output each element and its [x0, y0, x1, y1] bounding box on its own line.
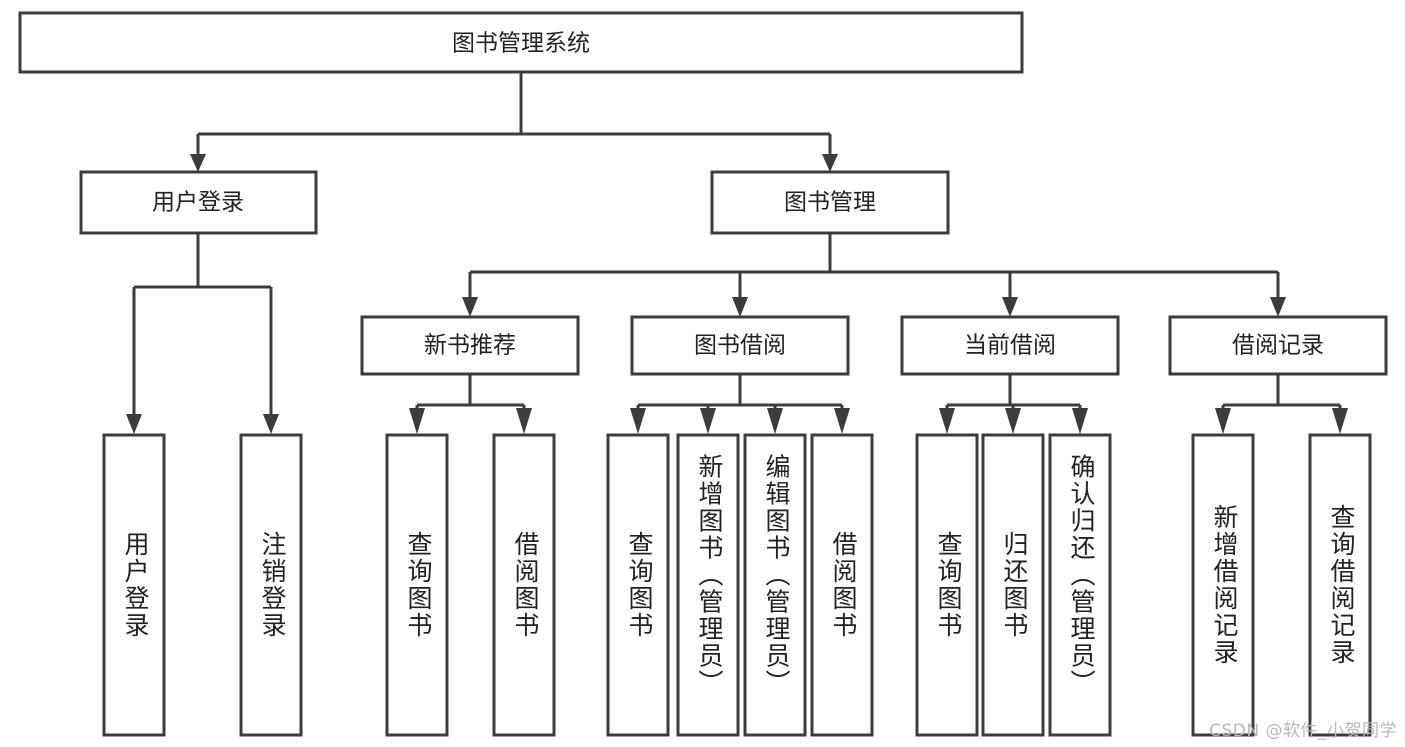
csdn-watermark: CSDN @软件_小贺同学: [1209, 721, 1397, 741]
arrow-head-leaf-borrow-1: [630, 408, 646, 434]
node-current-borrow[interactable]: 当前借阅: [900, 315, 1120, 376]
leaf-box-add-borrow-record[interactable]: [1191, 433, 1255, 737]
node-root-label: 图书管理系统: [452, 31, 590, 57]
leaf-label-edit-book: 编辑图书（管理员）: [762, 454, 791, 697]
arrow-head-bookmgmt: [822, 154, 838, 172]
leaf-label-query-book-current: 查询图书: [934, 531, 963, 639]
leaf-box-add-book[interactable]: [676, 433, 740, 737]
connector-group: [126, 72, 1348, 434]
node-borrow-record-box: [1168, 315, 1388, 376]
leaf-label-add-borrow-record: 新增借阅记录: [1210, 504, 1239, 666]
leaf-box-edit-book[interactable]: [743, 433, 807, 737]
arrow-head-newbook: [462, 297, 478, 317]
node-new-book-recommend-label: 新书推荐: [424, 333, 516, 359]
node-user-login[interactable]: 用户登录: [79, 170, 318, 235]
arrow-head-borrow: [732, 297, 748, 317]
node-book-borrow[interactable]: 图书借阅: [630, 315, 850, 376]
node-new-book-recommend[interactable]: 新书推荐: [360, 315, 580, 376]
leaf-label-confirm-return: 确认归还（管理员）: [1067, 454, 1096, 697]
arrow-head-leaf-current-3: [1072, 408, 1088, 434]
leaf-box-query-book-current[interactable]: [915, 433, 979, 737]
leaf-box-confirm-return[interactable]: [1048, 433, 1112, 737]
leaf-box-return-book[interactable]: [981, 433, 1045, 737]
leaf-label-query-borrow-record: 查询借阅记录: [1327, 504, 1356, 666]
arrow-head-record: [1270, 297, 1286, 317]
leaf-box-user-login[interactable]: [102, 433, 166, 737]
arrow-head-current: [1002, 297, 1018, 317]
arrow-head-leaf-record-1: [1215, 408, 1231, 434]
node-user-login-label: 用户登录: [152, 190, 244, 216]
node-root-box: [18, 11, 1024, 74]
arrow-head-leaf-newbook-2: [516, 408, 532, 434]
node-current-borrow-box: [900, 315, 1120, 376]
leaf-box-logout[interactable]: [239, 433, 303, 737]
node-book-borrow-label: 图书借阅: [694, 333, 786, 359]
node-book-management-box: [710, 170, 950, 235]
node-new-book-recommend-box: [360, 315, 580, 376]
arrow-head-leaf-userlogin-1: [126, 414, 142, 434]
leaf-box-query-book-borrow[interactable]: [606, 433, 670, 737]
node-user-login-box: [79, 170, 318, 235]
arrow-head-leaf-current-2: [1005, 408, 1021, 434]
arrow-head-leaf-current-1: [939, 408, 955, 434]
node-book-management[interactable]: 图书管理: [710, 170, 950, 235]
leaf-box-query-book-recommend[interactable]: [385, 433, 449, 737]
node-book-borrow-box: [630, 315, 850, 376]
arrow-head-leaf-borrow-2: [700, 408, 716, 434]
leaf-label-add-book: 新增图书（管理员）: [695, 454, 724, 697]
arrow-head-leaf-borrow-4: [834, 408, 850, 434]
node-borrow-record[interactable]: 借阅记录: [1168, 315, 1388, 376]
arrow-head-leaf-userlogin-2: [263, 414, 279, 434]
node-borrow-record-label: 借阅记录: [1232, 333, 1324, 359]
leaf-label-query-book-borrow: 查询图书: [625, 531, 654, 639]
leaf-label-group: 用户登录 注销登录 查询图书 借阅图书 查询图书 新增图书（管理员） 编辑图书（…: [121, 454, 1356, 697]
node-current-borrow-label: 当前借阅: [964, 333, 1056, 359]
arrow-head-leaf-record-2: [1332, 408, 1348, 434]
leaf-box-borrow-book-recommend[interactable]: [492, 433, 556, 737]
node-book-management-label: 图书管理: [784, 190, 876, 216]
arrow-head-userlogin: [190, 154, 206, 172]
leaf-box-query-borrow-record[interactable]: [1308, 433, 1372, 737]
leaf-label-logout: 注销登录: [258, 531, 287, 639]
arrow-head-leaf-newbook-1: [409, 408, 425, 434]
node-root-system[interactable]: 图书管理系统: [18, 11, 1024, 74]
leaf-label-user-login: 用户登录: [121, 531, 150, 639]
leaf-label-borrow-book-recommend: 借阅图书: [511, 531, 540, 639]
leaf-box-borrow-book[interactable]: [810, 433, 874, 737]
leaf-node-group: [102, 433, 1372, 737]
leaf-label-borrow-book: 借阅图书: [829, 531, 858, 639]
leaf-label-query-book-recommend: 查询图书: [404, 531, 433, 639]
leaf-label-return-book: 归还图书: [1000, 531, 1029, 639]
arrow-head-leaf-borrow-3: [767, 408, 783, 434]
